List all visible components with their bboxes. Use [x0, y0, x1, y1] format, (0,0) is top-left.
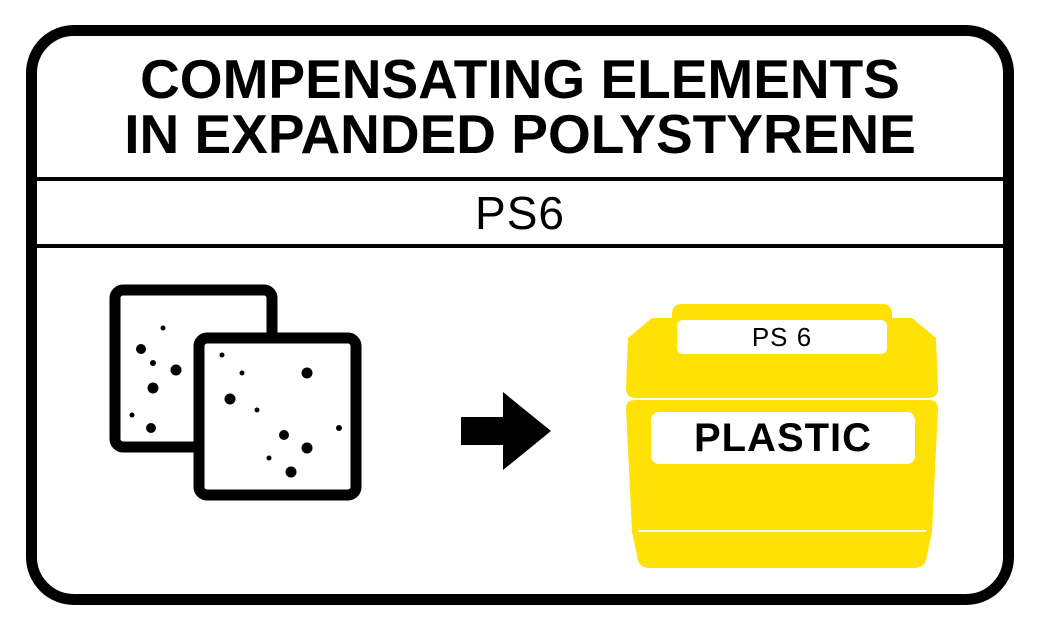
material-code-row: PS6: [37, 181, 1003, 244]
code-divider: [37, 244, 1003, 248]
bin-material-label: PLASTIC: [693, 415, 873, 460]
label-title: COMPENSATING ELEMENTS IN EXPANDED POLYST…: [37, 36, 1003, 177]
right-arrow-icon: [455, 386, 565, 476]
material-code: PS6: [475, 186, 565, 239]
title-divider: [37, 177, 1003, 181]
disposal-label: COMPENSATING ELEMENTS IN EXPANDED POLYST…: [26, 25, 1014, 605]
expanded-polystyrene-panels-icon: [101, 276, 371, 506]
recycling-bin-icon: [612, 292, 952, 572]
title-line-2: IN EXPANDED POLYSTYRENE: [124, 102, 916, 165]
bin-code-label: PS 6: [751, 321, 813, 352]
title-line-1: COMPENSATING ELEMENTS: [140, 47, 900, 110]
